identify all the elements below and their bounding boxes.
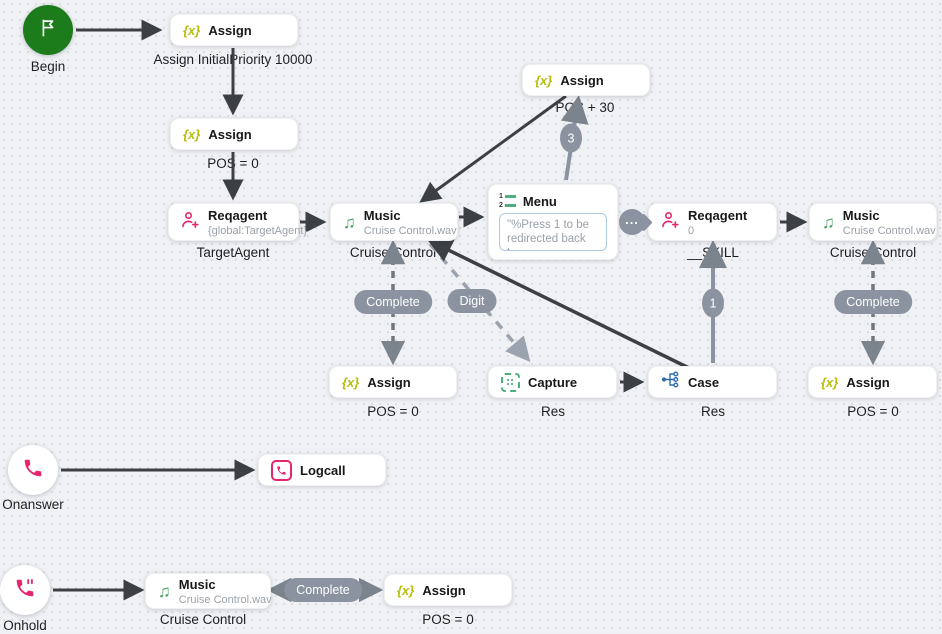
onhold-label: Onhold [3, 618, 47, 633]
node-music-skill[interactable]: ♫ Music Cruise Control.wav [809, 203, 937, 241]
assign-icon: {x} [342, 374, 360, 390]
node-assign-pos30[interactable]: {x} Assign [522, 64, 650, 96]
edge-badge-complete-main[interactable]: Complete [354, 290, 432, 314]
node-subtitle: Cruise Control.wav [178, 593, 272, 606]
reqagent-icon [181, 211, 200, 233]
assign-icon: {x} [183, 126, 201, 142]
assign-icon: {x} [397, 582, 415, 598]
edge-assign-pos30-to-music [419, 94, 567, 203]
edge-badge-branch-1[interactable]: 1 [702, 288, 724, 318]
node-music-onhold[interactable]: ♫ Music Cruise Control.wav [145, 573, 272, 609]
case-branch-icon [661, 371, 680, 393]
onhold-node[interactable] [0, 565, 50, 615]
node-subtitle: Cruise Control.wav [363, 224, 457, 237]
caption-reqagent-target: TargetAgent [196, 245, 270, 260]
edge-badge-complete-skill[interactable]: Complete [834, 290, 912, 314]
menu-list-icon: 1 2 [499, 193, 516, 209]
music-icon: ♫ [158, 581, 171, 601]
menu-collapsed-branches-connector[interactable]: ... [619, 209, 645, 235]
menu-prompt-text[interactable]: "%Press 1 to be redirected back t... [499, 213, 607, 251]
node-title: Logcall [300, 462, 346, 478]
caption-assign-pos-onhold: POS = 0 [422, 612, 474, 627]
assign-icon: {x} [183, 22, 201, 38]
node-assign-pos-right[interactable]: {x} Assign [808, 366, 937, 398]
node-reqagent-targetagent[interactable]: Reqagent {global:TargetAgent} [168, 203, 307, 241]
node-title: Assign [422, 582, 466, 598]
phone-hold-icon [14, 577, 36, 604]
node-title: Assign [208, 22, 252, 38]
node-title: Assign [208, 126, 252, 142]
node-reqagent-skill[interactable]: Reqagent 0 [648, 203, 777, 241]
begin-node[interactable] [23, 5, 73, 55]
logcall-icon [271, 459, 292, 481]
node-title: Music [842, 207, 880, 223]
node-assign-initialpriority[interactable]: {x} Assign [170, 14, 298, 46]
flag-icon [37, 17, 59, 44]
assign-icon: {x} [821, 374, 839, 390]
node-title: Menu [522, 193, 557, 209]
node-title: Music [178, 576, 216, 592]
node-assign-pos-onhold[interactable]: {x} Assign [384, 574, 512, 606]
caption-music-onhold: Cruise Control [159, 612, 247, 627]
node-subtitle: 0 [688, 224, 695, 237]
node-assign-pos-main[interactable]: {x} Assign [170, 118, 298, 150]
assign-icon: {x} [535, 72, 553, 88]
edge-badge-branch-3[interactable]: 3 [560, 123, 582, 153]
node-title: Reqagent [208, 207, 268, 223]
node-title: Case [688, 374, 720, 390]
edge-badge-digit[interactable]: Digit [447, 289, 497, 313]
node-assign-pos-loop[interactable]: {x} Assign [329, 366, 457, 398]
node-case[interactable]: Case [648, 366, 777, 398]
caption-capture-res: Res [540, 404, 565, 419]
node-subtitle: Cruise Control.wav [842, 224, 936, 237]
capture-icon [501, 372, 520, 392]
node-menu[interactable]: 1 2 Menu "%Press 1 to be redirected back… [488, 184, 618, 260]
node-music-main[interactable]: ♫ Music Cruise Control.wav [330, 203, 458, 241]
onanswer-label: Onanswer [2, 497, 64, 512]
caption-assign-pos-loop: POS = 0 [367, 404, 419, 419]
node-title: Capture [528, 374, 578, 390]
ellipsis-icon: ... [625, 212, 639, 227]
node-title: Assign [846, 374, 890, 390]
music-icon: ♫ [822, 212, 835, 232]
node-logcall[interactable]: Logcall [258, 454, 386, 486]
node-capture[interactable]: Capture [488, 366, 617, 398]
node-title: Assign [367, 374, 411, 390]
onanswer-node[interactable] [8, 445, 58, 495]
caption-assign-pos-right: POS = 0 [847, 404, 899, 419]
phone-icon [22, 457, 44, 484]
music-icon: ♫ [343, 212, 356, 232]
node-title: Assign [560, 72, 604, 88]
node-subtitle: {global:TargetAgent} [208, 224, 308, 237]
edge-case-to-music [427, 239, 692, 371]
reqagent-icon [661, 211, 680, 233]
caption-case-res: Res [700, 404, 725, 419]
node-title: Music [363, 207, 401, 223]
begin-label: Begin [30, 59, 66, 74]
node-title: Reqagent [688, 207, 748, 223]
edge-badge-complete-onhold[interactable]: Complete [284, 578, 362, 602]
